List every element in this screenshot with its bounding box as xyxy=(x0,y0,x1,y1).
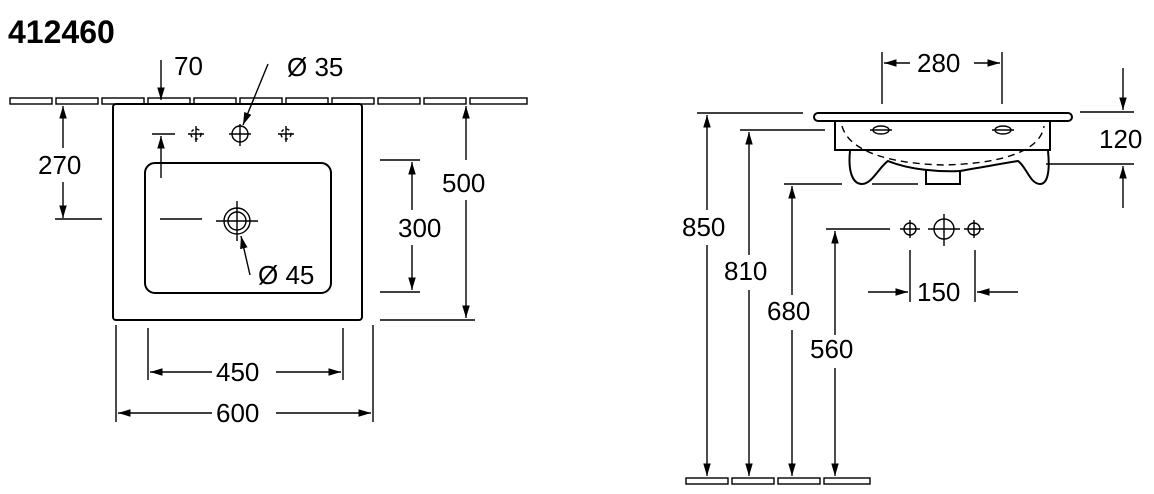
top-view: 70 Ø 35 270 Ø 45 300 500 450 600 xyxy=(9,51,528,428)
dim-bracket-height: 810 xyxy=(724,256,767,286)
tap-hole-left-icon xyxy=(188,126,204,142)
dim-rim-height: 120 xyxy=(1099,124,1142,154)
drain-icon xyxy=(216,201,258,241)
bowl-outline xyxy=(144,162,332,294)
dim-drain-depth: 270 xyxy=(38,150,81,180)
dim-total-depth: 500 xyxy=(442,168,485,198)
side-view: 280 120 850 810 680 560 xyxy=(682,48,1142,485)
product-number: 412460 xyxy=(8,14,115,50)
dim-tap-height: 560 xyxy=(810,334,853,364)
floor-tiles xyxy=(685,477,871,485)
dim-drain-hole: Ø 45 xyxy=(258,260,314,290)
tap-hole-left-icon xyxy=(900,220,920,238)
tap-hole-right-icon xyxy=(964,220,984,238)
basin-side-profile xyxy=(813,112,1073,186)
dim-bottom-height: 680 xyxy=(767,296,810,326)
dim-tap-spacing: 150 xyxy=(917,277,960,307)
tap-hole-center-icon xyxy=(229,124,251,146)
dim-top-height: 850 xyxy=(682,212,725,242)
tap-hole-right-icon xyxy=(278,126,294,142)
dim-bowl-width: 450 xyxy=(216,357,259,387)
basin-outline xyxy=(112,103,363,321)
dim-tap-offset: 70 xyxy=(174,51,203,81)
tap-hole-center-icon xyxy=(928,214,960,246)
dim-bowl-depth: 300 xyxy=(398,213,441,243)
dim-tap-hole: Ø 35 xyxy=(287,52,343,82)
dim-bracket-spacing: 280 xyxy=(917,48,960,78)
dim-total-width: 600 xyxy=(216,398,259,428)
